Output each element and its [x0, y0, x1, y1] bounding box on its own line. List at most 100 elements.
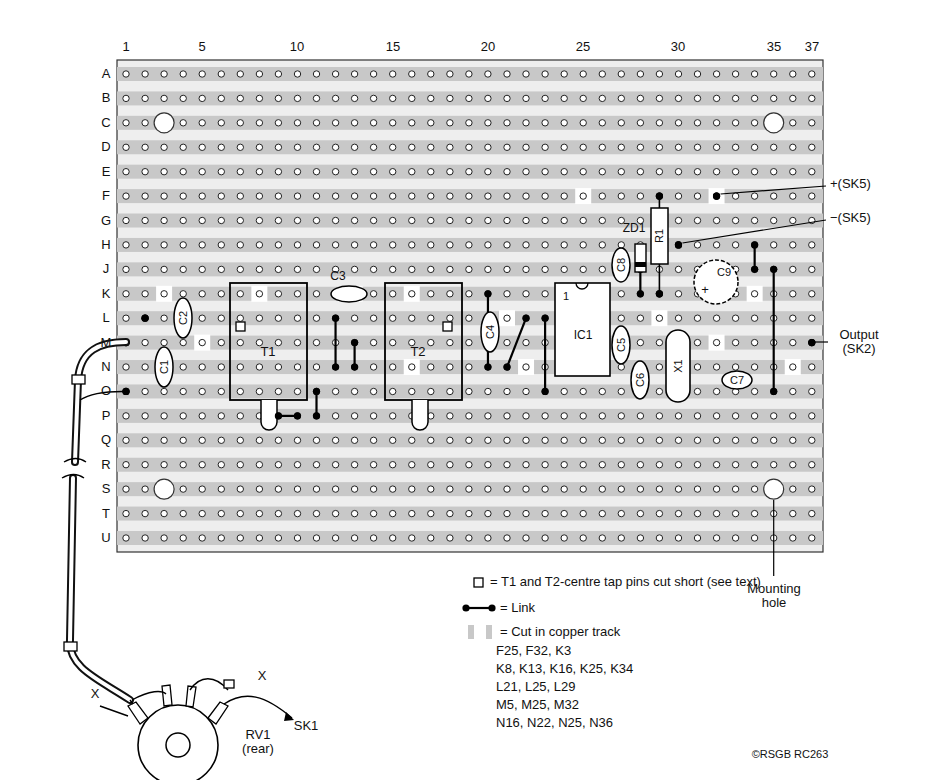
hole	[713, 242, 719, 248]
hole	[370, 462, 376, 468]
hole	[161, 413, 167, 419]
hole	[161, 339, 167, 345]
hole	[142, 169, 148, 175]
potentiometer-tags	[128, 685, 228, 724]
part-name: X1	[672, 359, 684, 372]
hole	[180, 462, 186, 468]
hole	[370, 217, 376, 223]
hole	[599, 266, 605, 272]
hole	[504, 413, 510, 419]
hole	[351, 510, 357, 516]
hole	[237, 266, 243, 272]
hole	[123, 510, 129, 516]
part-name: C3	[330, 270, 345, 283]
hole	[771, 193, 777, 199]
column-number: 10	[290, 40, 304, 54]
hole	[523, 169, 529, 175]
column-number: 30	[671, 40, 685, 54]
hole	[504, 510, 510, 516]
link-wire	[334, 318, 336, 367]
hole	[751, 120, 757, 126]
hole	[142, 462, 148, 468]
hole	[409, 266, 415, 272]
hole	[485, 242, 491, 248]
copper-track	[117, 433, 823, 447]
hole	[713, 364, 719, 370]
hole	[751, 266, 757, 272]
solder-dot	[484, 363, 491, 370]
hole	[370, 364, 376, 370]
track-cut	[404, 286, 420, 302]
hole	[713, 71, 719, 77]
hole	[142, 388, 148, 394]
row-letter: E	[102, 165, 111, 179]
hole	[790, 486, 796, 492]
hole	[504, 95, 510, 101]
mounting-hole	[154, 479, 174, 499]
solder-dot	[294, 412, 301, 419]
column-number: 35	[767, 40, 781, 54]
hole	[485, 364, 491, 370]
hole	[732, 315, 738, 321]
hole	[580, 217, 586, 223]
hole	[751, 510, 757, 516]
column-number: 5	[198, 40, 205, 54]
hole	[656, 120, 662, 126]
hole	[409, 120, 415, 126]
hole	[332, 242, 338, 248]
hole	[809, 242, 815, 248]
hole	[351, 217, 357, 223]
hole	[199, 291, 205, 297]
hole	[409, 315, 415, 321]
hole	[161, 535, 167, 541]
hole	[466, 339, 472, 345]
hole	[790, 144, 796, 150]
copper-track	[117, 140, 823, 154]
electrolytic-capacitor	[694, 260, 738, 304]
hole	[561, 388, 567, 394]
transformer-lug	[412, 400, 428, 430]
hole	[599, 144, 605, 150]
hole	[447, 242, 453, 248]
hole	[504, 486, 510, 492]
hole	[466, 510, 472, 516]
hole	[294, 120, 300, 126]
hole	[542, 291, 548, 297]
screened-cable	[70, 342, 130, 700]
hole	[790, 242, 796, 248]
hole	[637, 71, 643, 77]
hole	[351, 71, 357, 77]
hole	[218, 169, 224, 175]
solder-dot	[751, 266, 758, 273]
hole	[237, 364, 243, 370]
hole	[294, 71, 300, 77]
hole	[599, 510, 605, 516]
hole	[294, 510, 300, 516]
solder-dot	[637, 290, 644, 297]
hole	[123, 413, 129, 419]
legend-cut-sample	[468, 625, 492, 639]
hole	[523, 266, 529, 272]
hole	[599, 169, 605, 175]
hole	[637, 193, 643, 199]
hole	[809, 291, 815, 297]
connector-name: SK1	[294, 719, 319, 733]
hole	[466, 144, 472, 150]
capacitor-symbol	[612, 248, 630, 282]
hole	[237, 242, 243, 248]
hole	[599, 462, 605, 468]
hole	[751, 71, 757, 77]
capacitor-symbol	[481, 312, 499, 352]
hole	[370, 535, 376, 541]
hole	[675, 437, 681, 443]
hole	[237, 510, 243, 516]
hole	[370, 242, 376, 248]
hole	[580, 266, 586, 272]
solder-dot	[542, 315, 549, 322]
hole	[542, 242, 548, 248]
row-letter: U	[101, 531, 110, 545]
solder-dot	[675, 241, 682, 248]
hole	[637, 462, 643, 468]
hole	[485, 535, 491, 541]
hole	[123, 291, 129, 297]
